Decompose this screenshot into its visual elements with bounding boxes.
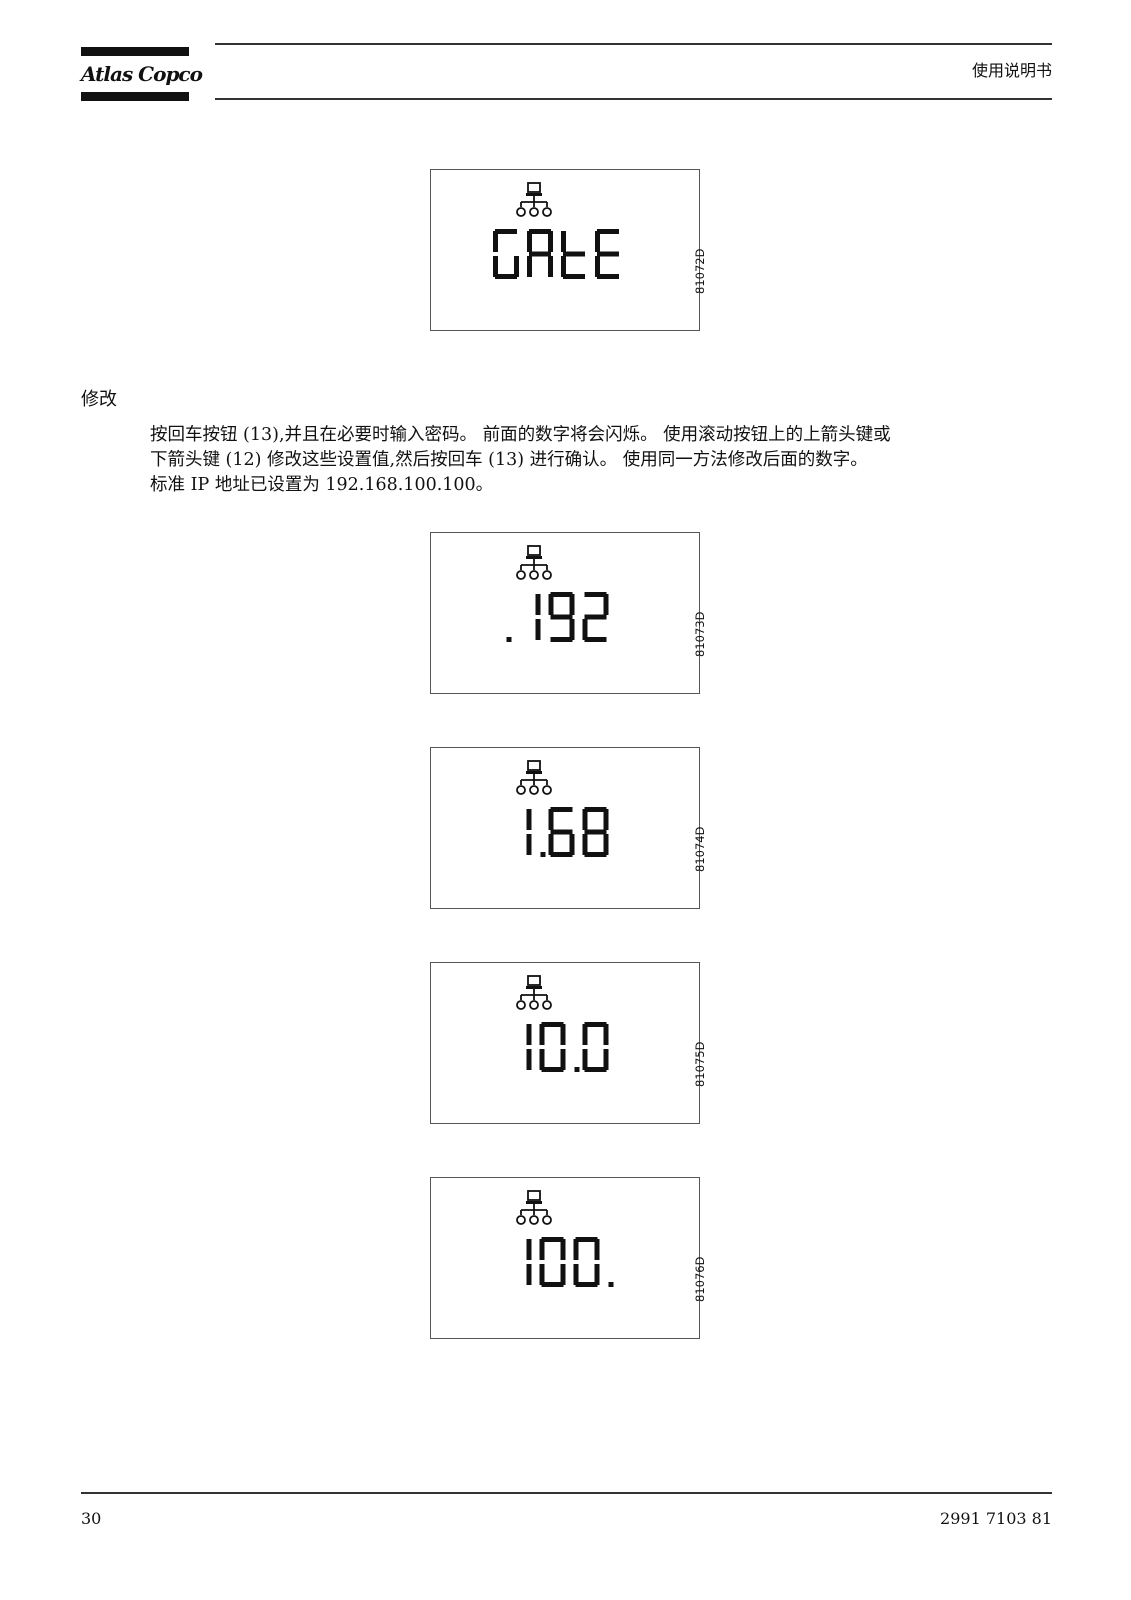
paragraph-line: 按回车按钮 (13),并且在必要时输入密码。 前面的数字将会闪烁。 使用滚动按钮… <box>150 425 891 445</box>
section-heading: 修改 <box>81 389 117 410</box>
lcd-figure-192: 81073D <box>430 532 707 694</box>
figure-code: 81075D <box>693 1041 707 1087</box>
lcd-display <box>526 807 609 857</box>
document-number: 2991 7103 81 <box>940 1509 1052 1528</box>
footer-rule <box>81 1492 1052 1494</box>
lcd-figure-168: 81074D <box>430 747 707 909</box>
paragraph-line: 下箭头键 (12) 修改这些设置值,然后按回车 (13) 进行确认。 使用同一方… <box>150 450 868 470</box>
page-number: 30 <box>81 1509 102 1528</box>
instruction-paragraph: 按回车按钮 (13),并且在必要时输入密码。 前面的数字将会闪烁。 使用滚动按钮… <box>150 423 1052 498</box>
logo-bar-top <box>81 47 189 56</box>
network-icon <box>516 1190 552 1225</box>
network-icon <box>516 760 552 795</box>
figure-code: 81074D <box>693 826 707 872</box>
network-icon <box>516 545 552 580</box>
figure-code: 81072D <box>693 248 707 294</box>
header-rule-bottom <box>215 98 1052 100</box>
figure-code: 81073D <box>693 611 707 657</box>
network-icon <box>516 975 552 1010</box>
figure-code: 81076D <box>693 1256 707 1302</box>
lcd-figure-100b: 81076D <box>430 1177 707 1339</box>
logo-bar-bottom <box>81 92 189 101</box>
header-rule-top <box>215 43 1052 45</box>
lcd-display <box>526 1022 609 1072</box>
paragraph-line: 标准 IP 地址已设置为 192.168.100.100。 <box>150 475 494 495</box>
lcd-figure-gate: 81072D <box>430 169 707 331</box>
network-icon <box>516 182 552 217</box>
lcd-display <box>506 592 609 642</box>
lcd-display <box>526 1237 614 1287</box>
logo-text: Atlas Copco <box>81 62 203 86</box>
lcd-figure-100a: 81075D <box>430 962 707 1124</box>
header-title: 使用说明书 <box>971 61 1052 80</box>
lcd-display <box>493 229 619 279</box>
atlas-copco-logo: Atlas Copco <box>81 47 203 101</box>
